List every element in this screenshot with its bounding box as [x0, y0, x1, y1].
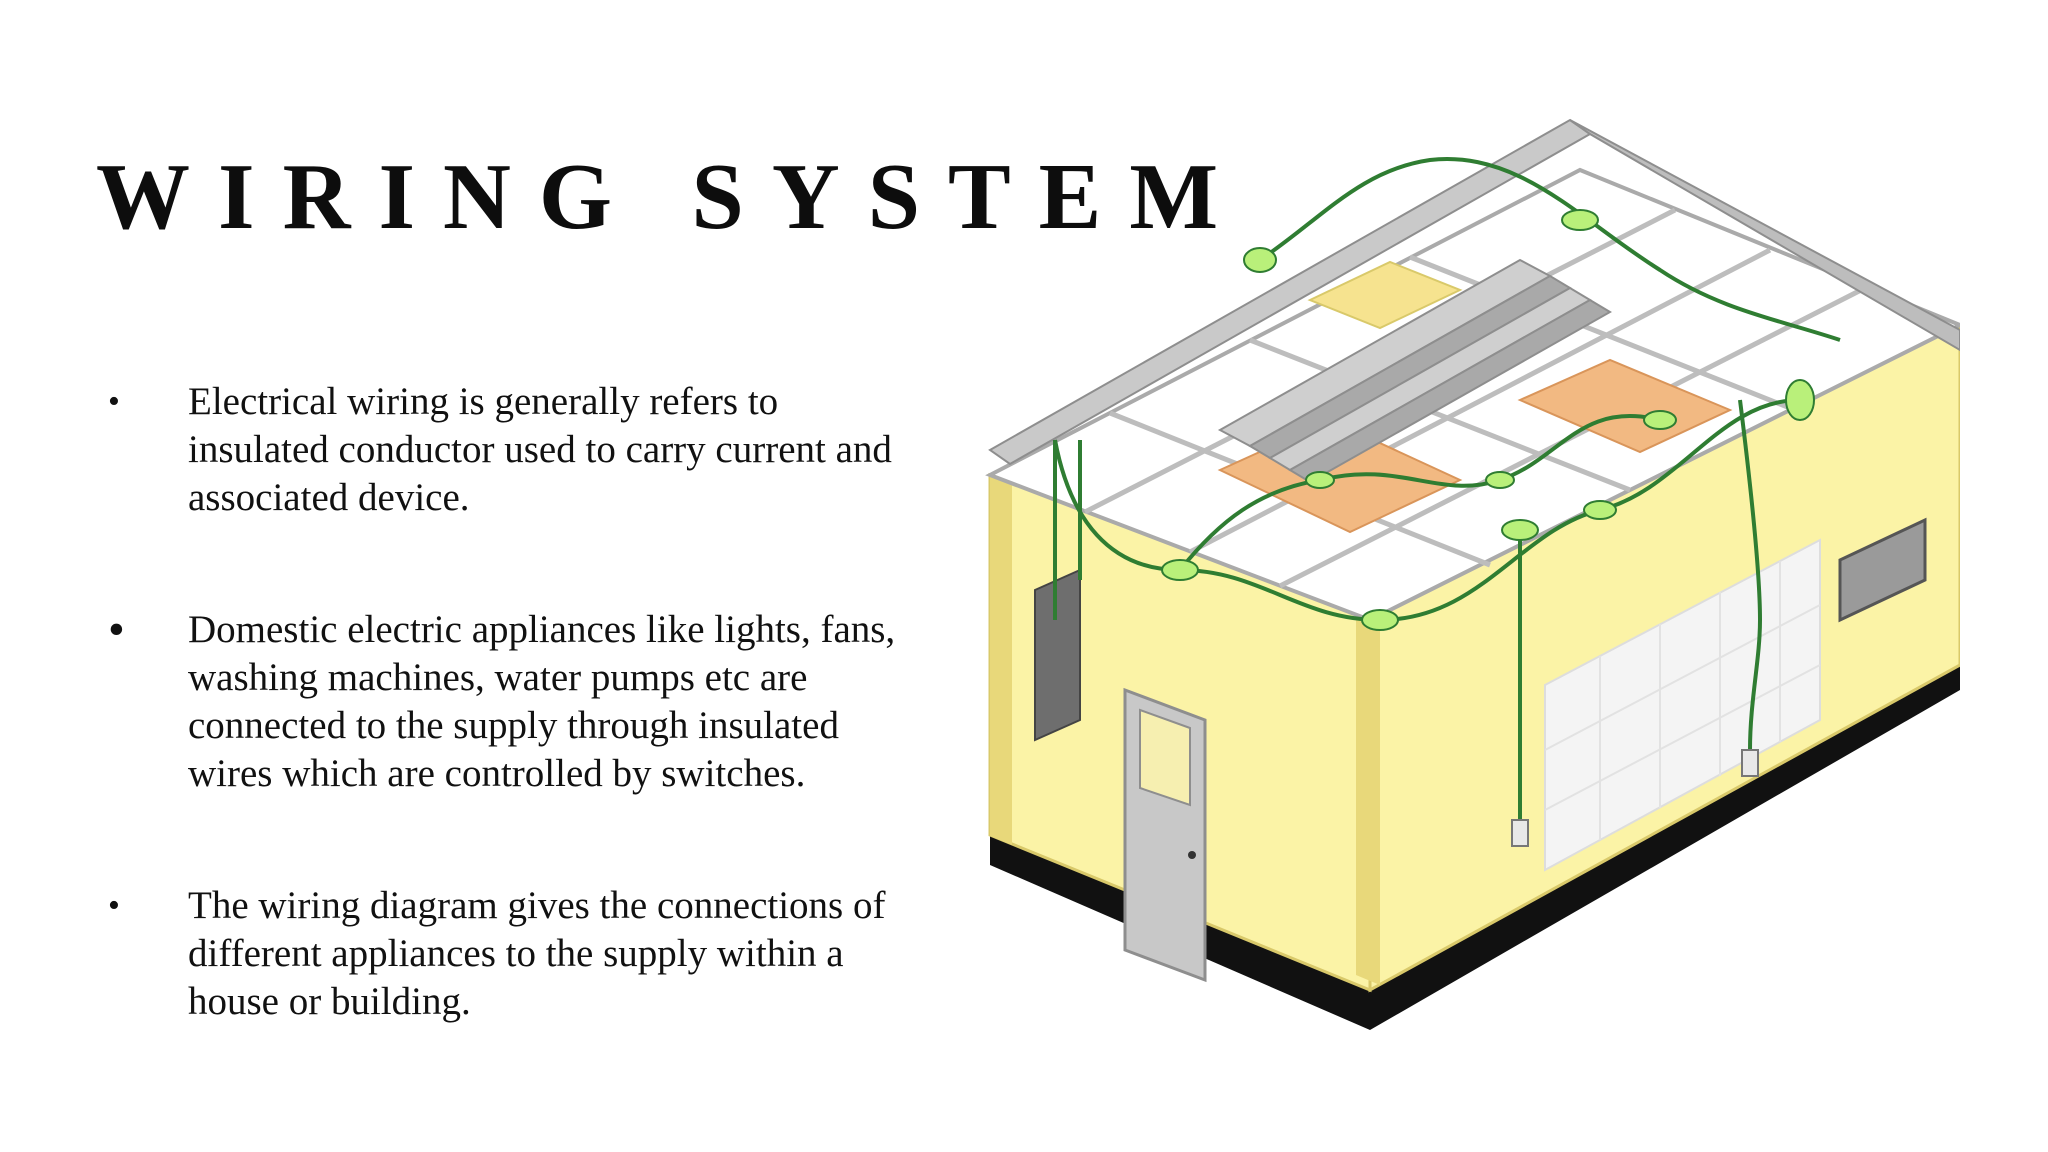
bullet-list: • Electrical wiring is generally refers … — [108, 378, 928, 1026]
junction-box — [1485, 471, 1515, 489]
wall-outlet — [1511, 819, 1529, 847]
junction-box — [1361, 609, 1399, 631]
bullet-text: Electrical wiring is generally refers to… — [188, 380, 892, 519]
interior-view — [1544, 538, 1821, 872]
roof-sheets — [988, 118, 1960, 484]
electrical-panel — [1034, 568, 1081, 742]
bullet-text: Domestic electric appliances like lights… — [188, 608, 896, 795]
bullet-marker: • — [108, 603, 125, 656]
junction-box — [1305, 471, 1335, 489]
bullet-text: The wiring diagram gives the connections… — [188, 884, 886, 1023]
junction-boxes — [1161, 209, 1815, 631]
bullet-marker: • — [108, 383, 120, 420]
junction-box — [1561, 209, 1599, 231]
junction-box — [1243, 247, 1277, 273]
floor-base — [990, 660, 1960, 1030]
junction-box — [1643, 410, 1677, 430]
junction-box — [1161, 559, 1199, 581]
bullet-item-1: • Electrical wiring is generally refers … — [108, 378, 928, 522]
wall-outlet — [1741, 749, 1759, 777]
bullet-marker: • — [108, 887, 120, 924]
junction-box — [1501, 519, 1539, 541]
ceiling-panel — [1517, 358, 1733, 454]
bullet-item-3: • The wiring diagram gives the connectio… — [108, 882, 928, 1026]
room-wiring-illustration — [985, 118, 1960, 1030]
bullet-item-2: • Domestic electric appliances like ligh… — [108, 606, 928, 798]
slide-title: WIRING SYSTEM — [96, 145, 1247, 249]
ac-unit — [1838, 517, 1927, 623]
junction-box — [1785, 379, 1815, 421]
junction-box — [1583, 500, 1617, 520]
